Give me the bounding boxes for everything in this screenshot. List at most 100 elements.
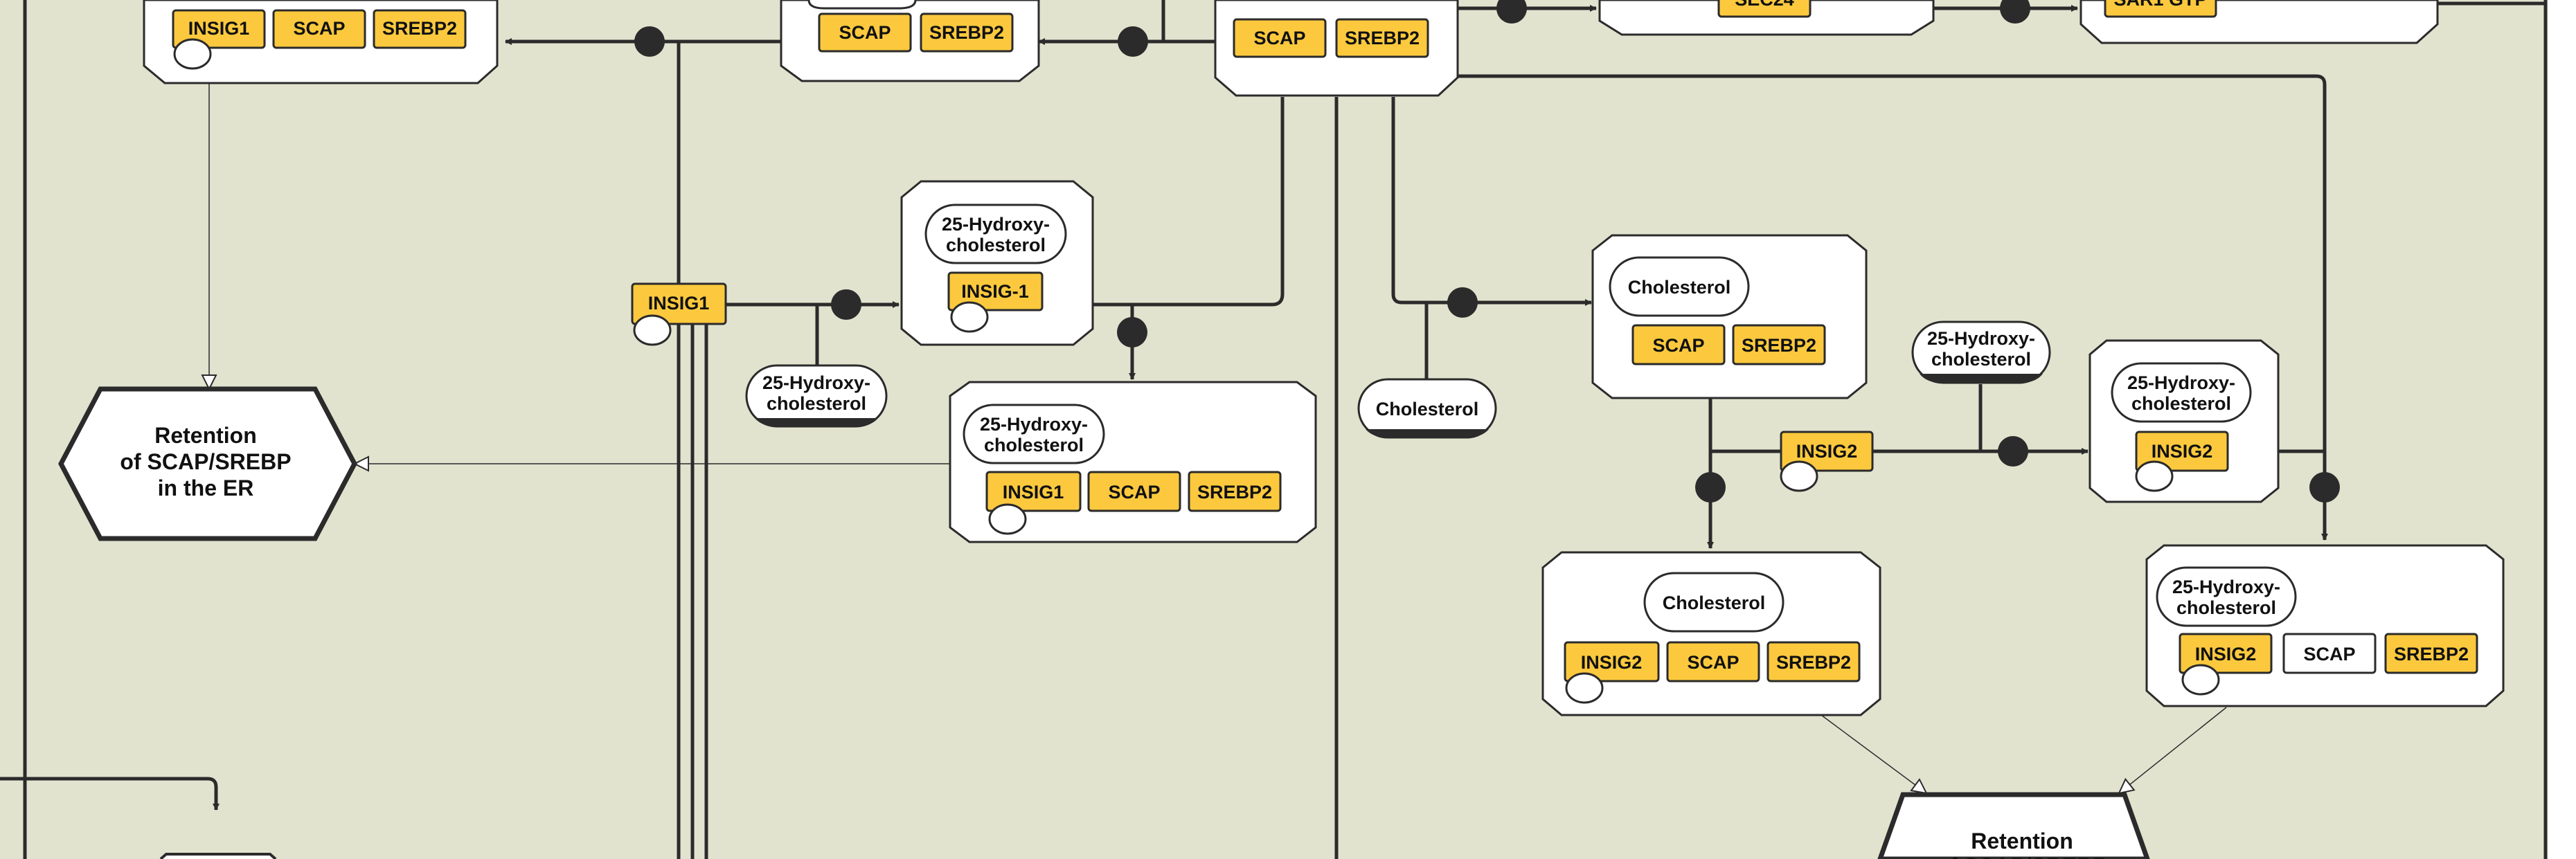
- protein-srebp2[interactable]: [1732, 324, 1826, 365]
- small-molecule-label: Cholesterol: [1376, 399, 1479, 419]
- right-margin: [2548, 0, 2576, 859]
- protein-label: SREBP2: [1776, 652, 1851, 673]
- state-variable: [988, 503, 1027, 535]
- protein-label: INSIG1: [648, 293, 710, 314]
- small-molecule-cut: [807, 0, 917, 10]
- state-variable: [2181, 664, 2220, 696]
- protein-insig-1[interactable]: [947, 271, 1044, 311]
- protein-scap[interactable]: [272, 9, 366, 49]
- protein-cut[interactable]: [1717, 0, 1812, 18]
- retention-label-line1: Retention: [154, 423, 257, 448]
- protein-label: INSIG-1: [961, 281, 1029, 302]
- small-molecule-label: 25-Hydroxy-: [1927, 328, 2035, 349]
- clone-marker: [1366, 429, 1489, 437]
- protein-label: SEC24: [1735, 0, 1794, 10]
- protein-scap[interactable]: [1087, 471, 1181, 512]
- protein-label: INSIG2: [2195, 644, 2257, 664]
- retention-label-line2: of SCAP/SREBP: [120, 449, 291, 474]
- protein-label: INSIG1: [1003, 482, 1064, 503]
- clone-marker: [755, 418, 878, 426]
- protein-cut[interactable]: [2104, 0, 2217, 18]
- protein-insig2[interactable]: [2135, 431, 2229, 472]
- protein-label: SAR1 GTP: [2113, 0, 2207, 10]
- protein-label: SREBP2: [1345, 28, 1420, 48]
- retention-er-left[interactable]: [58, 386, 357, 541]
- small-molecule-cholesterol[interactable]: [1643, 572, 1785, 633]
- protein-srebp2[interactable]: [920, 12, 1014, 53]
- protein-srebp2[interactable]: [2384, 633, 2478, 674]
- protein-label: SCAP: [1253, 28, 1305, 48]
- protein-srebp2[interactable]: [1188, 471, 1282, 512]
- small-molecule-label: cholesterol: [984, 435, 1084, 455]
- protein-label: SCAP: [839, 22, 891, 43]
- protein-insig1[interactable]: [172, 9, 266, 49]
- small-molecule-label: cholesterol: [2131, 393, 2231, 414]
- reaction-dot: [1998, 436, 2028, 467]
- reaction-dot: [1117, 317, 1147, 347]
- protein-scap[interactable]: [1666, 641, 1760, 682]
- protein-scap[interactable]: [1631, 324, 1726, 365]
- small-molecule-label: cholesterol: [767, 393, 866, 414]
- reaction-dot: [1496, 0, 1527, 24]
- protein-scap[interactable]: [1233, 18, 1327, 58]
- protein-label: SCAP: [1652, 335, 1704, 356]
- protein-insig2-free[interactable]: [1780, 431, 1874, 472]
- edge-chol-to-retention-bottom: [1821, 714, 1926, 793]
- protein-insig1[interactable]: [985, 471, 1082, 512]
- reaction-dot: [831, 289, 861, 320]
- small-molecule-label: Cholesterol: [1628, 277, 1731, 298]
- edge-scap-to-right: [1458, 74, 2328, 541]
- protein-srebp2[interactable]: [1335, 18, 1429, 58]
- small-molecule-label: 25-Hydroxy-: [762, 372, 870, 393]
- small-molecule-label: cholesterol: [946, 235, 1046, 255]
- edge-hydroxy-to-retention-bottom: [2119, 707, 2227, 793]
- thin-edges: [209, 83, 2227, 793]
- small-molecule-25-hydroxycholesterol[interactable]: [2111, 362, 2252, 423]
- protein-scap[interactable]: [818, 12, 912, 53]
- protein-label: INSIG2: [1796, 441, 1858, 462]
- protein-label: SREBP2: [929, 22, 1004, 43]
- reaction-dot: [1695, 472, 1726, 503]
- protein-label: SREBP2: [1197, 482, 1272, 503]
- protein-label: SCAP: [293, 18, 345, 39]
- state-variable: [1565, 672, 1604, 704]
- reaction-dot: [634, 26, 665, 57]
- protein-label: INSIG1: [188, 18, 250, 39]
- state-variable: [2135, 460, 2174, 492]
- state-variable: [1780, 460, 1818, 492]
- small-molecule-label: 25-Hydroxy-: [2172, 577, 2280, 597]
- protein-label: SREBP2: [1742, 335, 1816, 356]
- protein-insig1-free[interactable]: [631, 282, 727, 325]
- protein-label: SREBP2: [2394, 644, 2469, 664]
- small-molecule-cholesterol[interactable]: [1609, 256, 1750, 317]
- protein-scap-inactive[interactable]: [2282, 633, 2377, 674]
- edge-to-cholesterol-complex: [1391, 97, 1592, 306]
- edge-scap-down-left: [1091, 97, 1285, 307]
- edge-bottom-left-bend: [0, 777, 220, 811]
- nodes: INSIG1 SCAP SREBP2 SCAP SREBP2 SCAP SREB…: [58, 0, 2505, 859]
- protein-label: SCAP: [1108, 482, 1160, 503]
- state-variable: [633, 314, 672, 346]
- state-variable: [950, 301, 989, 333]
- protein-label: INSIG2: [1581, 652, 1643, 673]
- protein-srebp2[interactable]: [1766, 641, 1861, 682]
- reaction-dots: [634, 0, 2340, 503]
- reaction-dot: [2309, 472, 2340, 503]
- small-molecule-25-hydroxycholesterol[interactable]: [2156, 566, 2297, 627]
- small-molecule-label: 25-Hydroxy-: [942, 214, 1050, 235]
- protein-label: INSIG2: [2152, 441, 2213, 462]
- protein-insig2[interactable]: [2179, 633, 2273, 674]
- retention-er-bottom[interactable]: [1877, 792, 2150, 859]
- protein-label: SREBP2: [382, 18, 457, 39]
- small-molecule-25-hydroxycholesterol[interactable]: [963, 404, 1105, 464]
- small-molecule-label: 25-Hydroxy-: [2127, 372, 2235, 393]
- compartment-borders: [23, 0, 2548, 859]
- reaction-dot: [2000, 0, 2030, 24]
- small-molecule-25-hydroxycholesterol[interactable]: [924, 204, 1067, 264]
- protein-insig2[interactable]: [1564, 641, 1660, 682]
- retention-label-line1: Retention: [1971, 829, 2073, 853]
- small-molecule-label: cholesterol: [2176, 597, 2276, 618]
- protein-srebp2[interactable]: [373, 9, 467, 49]
